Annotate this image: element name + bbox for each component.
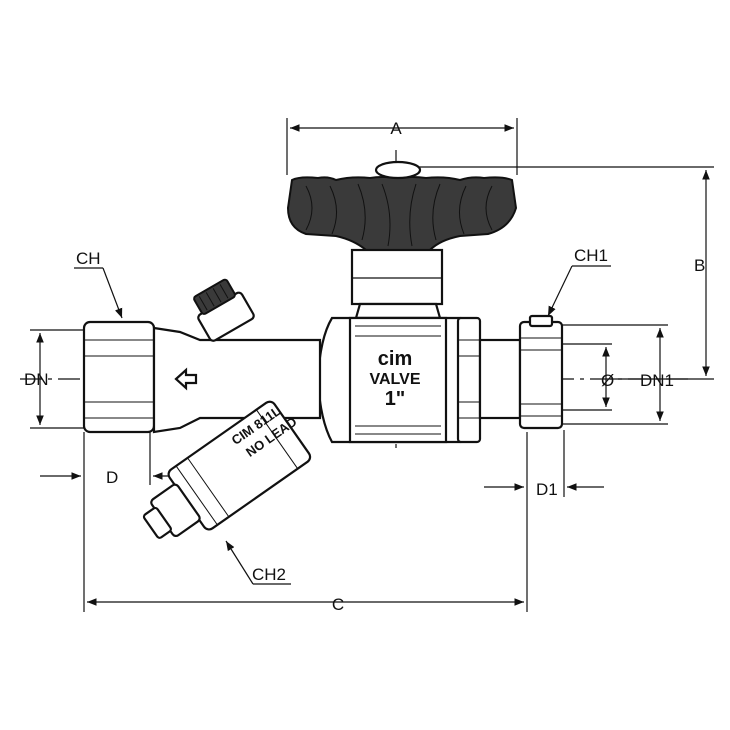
callout-ch1-label: CH1 bbox=[574, 246, 608, 265]
dimension-d1: D1 bbox=[484, 430, 604, 499]
valve-body bbox=[316, 316, 462, 444]
dimension-diameter: Ø bbox=[560, 343, 614, 411]
valve-line-label: VALVE bbox=[370, 371, 421, 388]
dimension-c-label: C bbox=[332, 595, 344, 614]
left-hex-nut bbox=[82, 320, 322, 434]
dimension-a-label: A bbox=[390, 119, 402, 138]
right-union-nut bbox=[518, 314, 564, 430]
dimension-b-label: B bbox=[694, 256, 705, 275]
handwheel bbox=[286, 160, 518, 320]
callout-ch-label: CH bbox=[76, 249, 101, 268]
callout-ch1: CH1 bbox=[547, 246, 611, 317]
callout-ch: CH bbox=[74, 249, 123, 319]
dimension-dn1: DN1 bbox=[550, 324, 674, 425]
valve-body-marking: cim VALVE 1" bbox=[370, 348, 421, 410]
dimension-c: C bbox=[83, 432, 528, 614]
valve-brand-label: cim bbox=[378, 348, 412, 370]
dimension-a: A bbox=[286, 118, 518, 175]
flow-arrow bbox=[174, 367, 198, 391]
callout-ch2: CH2 bbox=[225, 540, 291, 585]
dimension-d1-label: D1 bbox=[536, 480, 558, 499]
valve-size-label: 1" bbox=[385, 388, 406, 410]
callout-ch2-label: CH2 bbox=[252, 565, 286, 584]
right-hex-nut bbox=[456, 316, 522, 444]
dimension-dn1-label: DN1 bbox=[640, 371, 674, 390]
dimension-diameter-label: Ø bbox=[601, 371, 614, 390]
strainer bbox=[142, 400, 312, 539]
dimension-d-label: D bbox=[106, 468, 118, 487]
drain-plug bbox=[193, 278, 255, 342]
